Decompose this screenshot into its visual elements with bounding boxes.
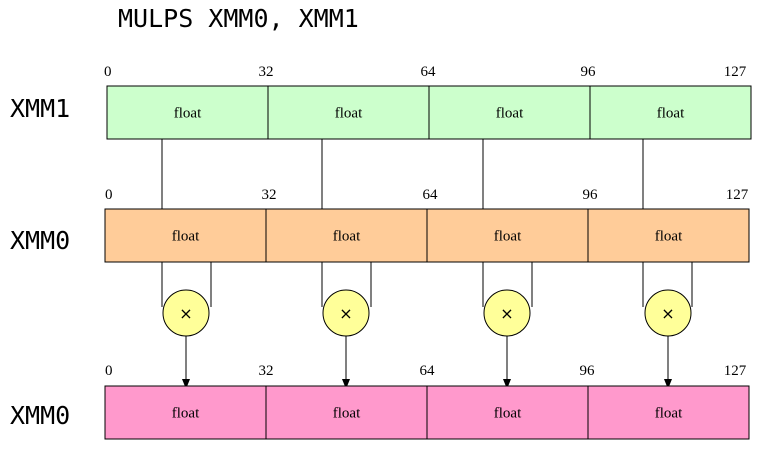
lane-cell <box>267 85 430 140</box>
bit-index-label: 96 <box>581 64 597 80</box>
bit-index-label: 96 <box>583 187 599 203</box>
lane-label: float <box>333 229 361 245</box>
bit-index-label: 127 <box>724 64 747 80</box>
register-name: XMM0 <box>10 401 70 430</box>
multiply-circle <box>483 289 531 337</box>
multiply-icon: × <box>661 304 674 323</box>
lane-label: float <box>174 106 202 122</box>
lane-cell <box>589 85 752 140</box>
lane-label: float <box>655 229 683 245</box>
lane-label: float <box>496 106 524 122</box>
bit-index-label: 64 <box>421 64 437 80</box>
lane-label: float <box>172 406 200 422</box>
lane-cell <box>265 208 428 263</box>
instruction-title: MULPS XMM0, XMM1 <box>118 4 359 33</box>
lane-cell <box>428 85 591 140</box>
lane-label: float <box>335 106 363 122</box>
lane-cell <box>106 85 269 140</box>
bit-index-label: 127 <box>724 363 747 379</box>
bit-index-label: 0 <box>104 64 112 80</box>
lane-label: float <box>494 229 522 245</box>
bit-index-label: 0 <box>105 187 113 203</box>
bit-index-label: 64 <box>420 363 436 379</box>
register-dst: XMM0 float float float float 0 32 64 96 127 <box>10 187 750 263</box>
lane-label: float <box>655 406 683 422</box>
lane-cell <box>426 385 589 440</box>
multiply-circle <box>644 289 692 337</box>
bit-index-label: 32 <box>259 64 274 80</box>
bit-index-label: 96 <box>580 363 596 379</box>
register-src: XMM1 float float float float 0 32 64 96 127 <box>10 64 752 140</box>
lane-label: float <box>494 406 522 422</box>
bit-index-label: 32 <box>262 187 277 203</box>
multiply-icon: × <box>179 304 192 323</box>
lane-cell <box>104 385 267 440</box>
lane-label: float <box>333 406 361 422</box>
bit-index-label: 64 <box>423 187 439 203</box>
register-result: XMM0 float float float float 0 32 64 96 127 <box>10 363 750 440</box>
multiply-operator: × <box>162 289 210 337</box>
lane-cell <box>265 385 428 440</box>
lane-cell <box>104 208 267 263</box>
multiply-operator: × <box>322 289 370 337</box>
multiply-circle <box>162 289 210 337</box>
multiply-icon: × <box>500 304 513 323</box>
bit-index-label: 0 <box>105 363 113 379</box>
lane-label: float <box>172 229 200 245</box>
lane-cell <box>587 385 750 440</box>
bit-index-label: 127 <box>726 187 749 203</box>
register-name: XMM1 <box>10 94 70 123</box>
multiply-operators: × × × × <box>162 289 692 337</box>
multiply-icon: × <box>339 304 352 323</box>
lane-cell <box>426 208 589 263</box>
lane-cell <box>587 208 750 263</box>
multiply-operator: × <box>644 289 692 337</box>
lane-label: float <box>657 106 685 122</box>
multiply-circle <box>322 289 370 337</box>
multiply-operator: × <box>483 289 531 337</box>
register-name: XMM0 <box>10 226 70 255</box>
bit-index-label: 32 <box>259 363 274 379</box>
